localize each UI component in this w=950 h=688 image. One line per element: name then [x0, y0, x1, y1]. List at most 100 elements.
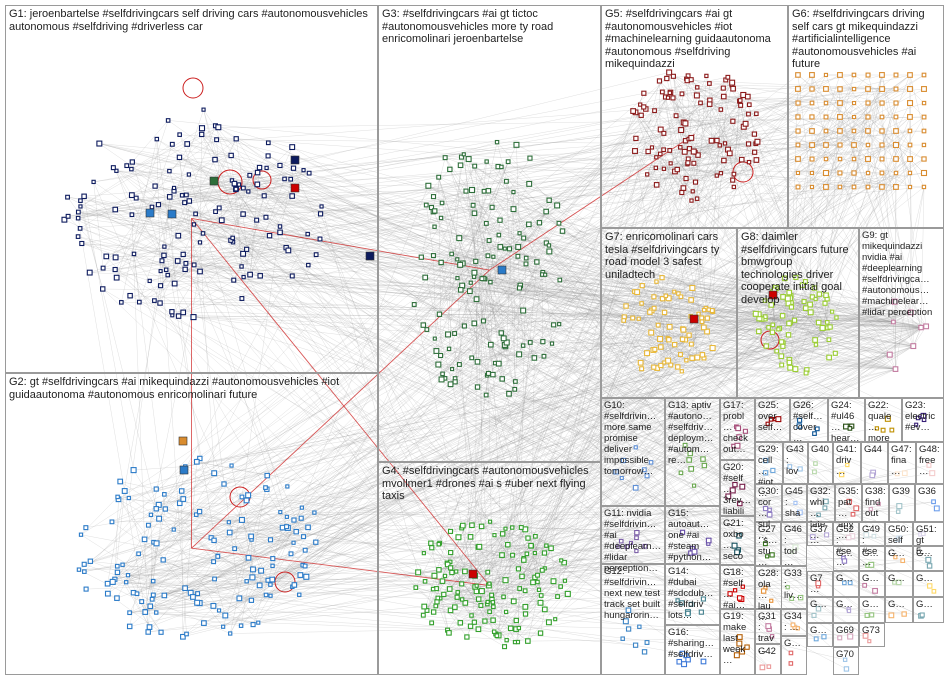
edge [282, 285, 521, 528]
edge [468, 158, 540, 590]
edge [241, 178, 285, 299]
edge [136, 197, 850, 612]
edge [442, 202, 922, 328]
edge [451, 253, 652, 311]
group-box-g69: G69 [833, 623, 859, 647]
edge [443, 313, 699, 595]
edge [668, 298, 675, 345]
edge [490, 344, 499, 364]
node [261, 193, 267, 199]
edge [451, 172, 925, 255]
edge [90, 312, 911, 562]
edge [468, 145, 720, 160]
edge [810, 304, 890, 355]
edge [441, 217, 550, 246]
edge [790, 144, 911, 368]
edge [663, 83, 710, 134]
edge [173, 190, 833, 312]
edge [535, 536, 769, 667]
edge [797, 158, 912, 313]
edge [158, 180, 232, 205]
edge [672, 97, 837, 318]
edge [651, 186, 841, 311]
edge [827, 88, 841, 323]
edge [493, 606, 519, 629]
edge [144, 296, 681, 612]
edge [645, 108, 689, 140]
edge [169, 184, 657, 198]
group-box-g55: G… [885, 546, 913, 571]
edge [689, 335, 713, 349]
edge [695, 126, 744, 183]
node [306, 170, 312, 176]
edge [496, 141, 650, 313]
node [157, 300, 163, 306]
group-box-g67: G… [781, 636, 807, 675]
node [167, 168, 172, 174]
edge [196, 461, 268, 476]
edge [673, 76, 686, 124]
edge [434, 575, 450, 633]
edge [775, 288, 828, 323]
edge [222, 489, 267, 627]
group-label-g43: G43: lov… [786, 444, 804, 488]
edge [217, 92, 671, 557]
edge [797, 172, 841, 188]
edge [436, 350, 807, 374]
edge [447, 326, 927, 631]
edge [127, 561, 451, 576]
edge [504, 261, 538, 345]
edge [118, 499, 271, 585]
edge [187, 143, 890, 355]
group-box-g65: G… [885, 597, 913, 623]
edge [430, 527, 462, 544]
edge [127, 495, 249, 576]
edge [441, 291, 635, 380]
edge [240, 147, 653, 626]
group-box-g61: G… [913, 571, 944, 597]
edge [126, 165, 234, 281]
edge [680, 296, 705, 311]
edge [151, 102, 799, 208]
edge [668, 72, 720, 146]
group-label-g4: G4: #selfdrivingcars #autonomousvehicles… [382, 465, 589, 502]
node [197, 268, 203, 275]
edge [459, 238, 507, 343]
edge [461, 285, 543, 571]
edge [248, 495, 306, 551]
edge [80, 128, 202, 207]
edge [534, 338, 661, 359]
edge [126, 158, 925, 583]
edge [475, 261, 553, 344]
edge [658, 318, 766, 326]
edge [272, 213, 475, 566]
edge [107, 121, 733, 594]
edge [913, 326, 927, 347]
edge [296, 531, 519, 570]
group-label-g60: G… [888, 573, 905, 584]
edge [252, 192, 514, 625]
edge [152, 140, 712, 600]
node [191, 262, 197, 268]
edge [68, 206, 322, 217]
edge [485, 278, 494, 375]
edge [425, 277, 535, 359]
node [100, 265, 106, 271]
edge [131, 214, 149, 632]
edge [534, 371, 682, 554]
edge [725, 79, 890, 355]
edge [153, 543, 157, 582]
edge [221, 220, 540, 590]
edge [496, 142, 520, 234]
edge [531, 545, 704, 662]
edge [268, 155, 917, 425]
edge [436, 327, 704, 602]
edge [293, 519, 792, 599]
group-label-g64: G… [862, 599, 879, 610]
edge [473, 183, 530, 277]
edge [646, 298, 663, 354]
edge [166, 146, 293, 270]
edge [669, 150, 678, 170]
edge [480, 339, 830, 606]
edge [797, 102, 925, 160]
